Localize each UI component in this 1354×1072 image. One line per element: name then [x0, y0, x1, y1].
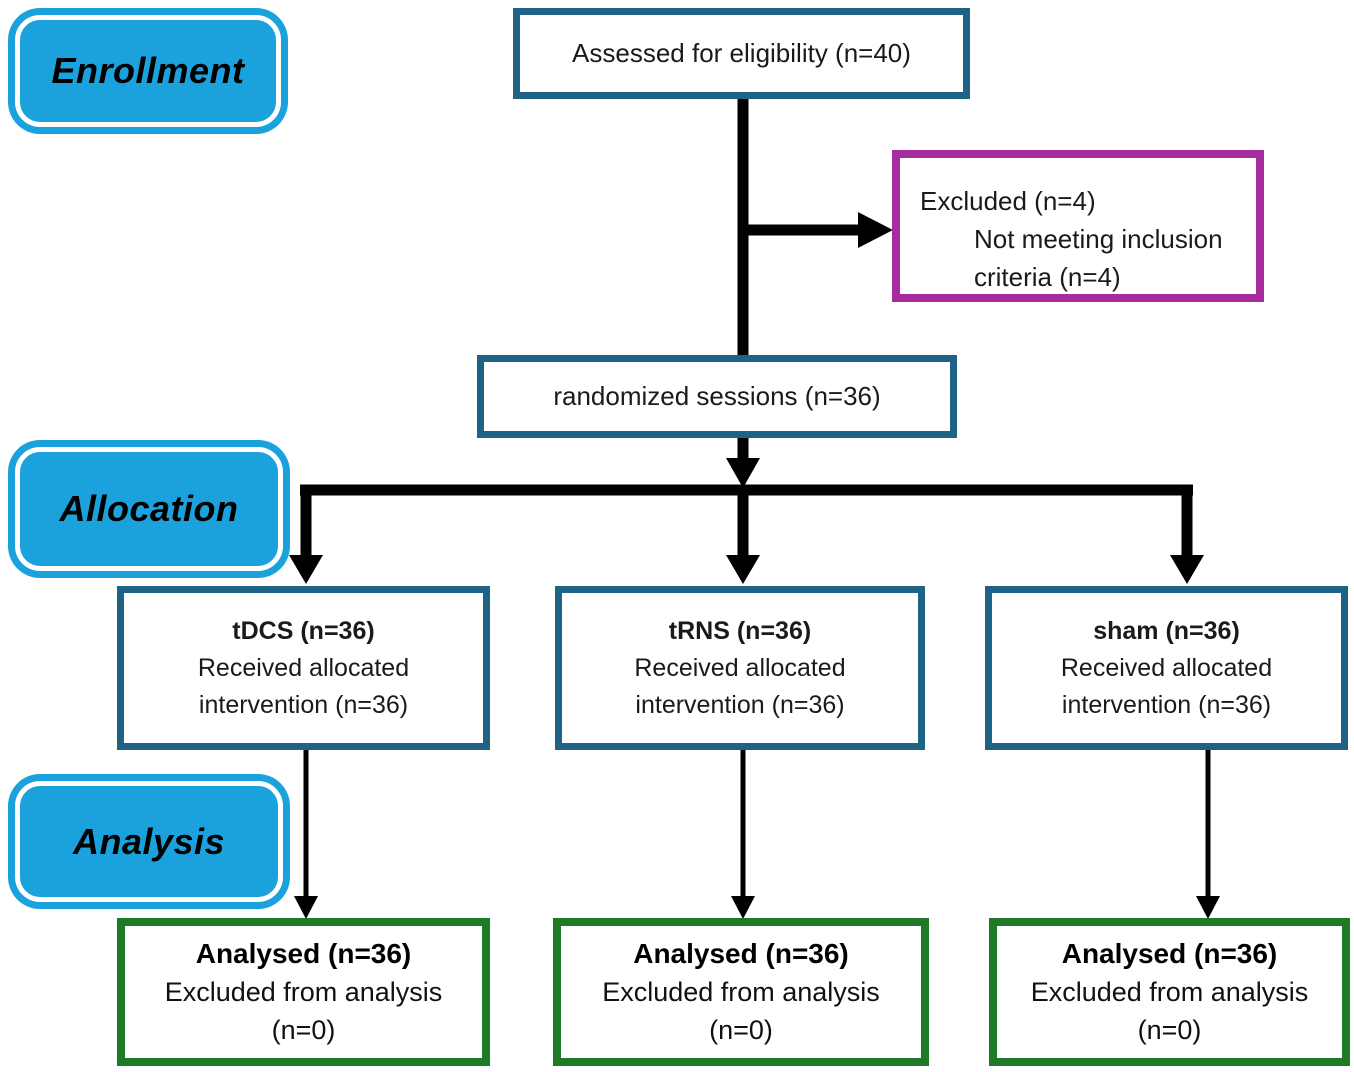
- excluded-reason-line2: criteria (n=4): [974, 262, 1121, 292]
- stage-label-analysis-inner: Analysis: [15, 781, 283, 902]
- arm-sham-line1: Received allocated: [1060, 653, 1273, 682]
- analysed-box-trns: Analysed (n=36) Excluded from analysis (…: [553, 918, 929, 1066]
- excluded-reason-line1: Not meeting inclusion: [974, 224, 1223, 254]
- arm-trns-line1: Received allocated: [634, 653, 846, 682]
- stage-label-enrollment: Enrollment: [8, 8, 288, 134]
- randomized-text: randomized sessions (n=36): [553, 381, 881, 411]
- analysed-tdcs-line2: (n=0): [271, 1015, 336, 1045]
- arm-box-tdcs: tDCS (n=36) Received allocated intervent…: [117, 586, 490, 750]
- analysed-trns-line2: (n=0): [709, 1015, 773, 1045]
- assessed-box: Assessed for eligibility (n=40): [513, 8, 970, 99]
- arm-trns-line2: intervention (n=36): [635, 690, 845, 719]
- excluded-title: Excluded (n=4): [920, 186, 1096, 216]
- stage-label-allocation: Allocation: [8, 440, 290, 578]
- analysed-sham-line2: (n=0): [1137, 1015, 1202, 1045]
- analysed-trns-title: Analysed (n=36): [633, 938, 849, 969]
- analysed-tdcs-title: Analysed (n=36): [195, 938, 412, 969]
- analysed-box-sham: Analysed (n=36) Excluded from analysis (…: [989, 918, 1350, 1066]
- stage-label-allocation-inner: Allocation: [15, 447, 283, 571]
- randomized-box: randomized sessions (n=36): [477, 355, 957, 438]
- analysed-tdcs-line1: Excluded from analysis: [164, 977, 443, 1007]
- stage-label-allocation-text: Allocation: [59, 488, 239, 529]
- assessed-text: Assessed for eligibility (n=40): [572, 38, 911, 68]
- excluded-box: Excluded (n=4) Not meeting inclusion cri…: [892, 150, 1264, 302]
- analysed-sham-line1: Excluded from analysis: [1030, 977, 1309, 1007]
- arm-sham-title: sham (n=36): [1093, 616, 1240, 645]
- arm-box-sham: sham (n=36) Received allocated intervent…: [985, 586, 1348, 750]
- stage-label-enrollment-inner: Enrollment: [15, 15, 281, 127]
- arm-sham-line2: intervention (n=36): [1061, 690, 1272, 719]
- stage-label-analysis: Analysis: [8, 774, 290, 909]
- analysed-trns-line1: Excluded from analysis: [602, 977, 880, 1007]
- stage-label-enrollment-text: Enrollment: [51, 50, 245, 91]
- arm-trns-title: tRNS (n=36): [668, 616, 812, 645]
- arm-box-trns: tRNS (n=36) Received allocated intervent…: [555, 586, 925, 750]
- analysed-box-tdcs: Analysed (n=36) Excluded from analysis (…: [117, 918, 490, 1066]
- arm-tdcs-title: tDCS (n=36): [232, 616, 375, 645]
- arm-tdcs-line1: Received allocated: [197, 653, 410, 682]
- arm-tdcs-line2: intervention (n=36): [198, 690, 409, 719]
- stage-label-analysis-text: Analysis: [72, 820, 226, 862]
- analysed-sham-title: Analysed (n=36): [1061, 938, 1278, 969]
